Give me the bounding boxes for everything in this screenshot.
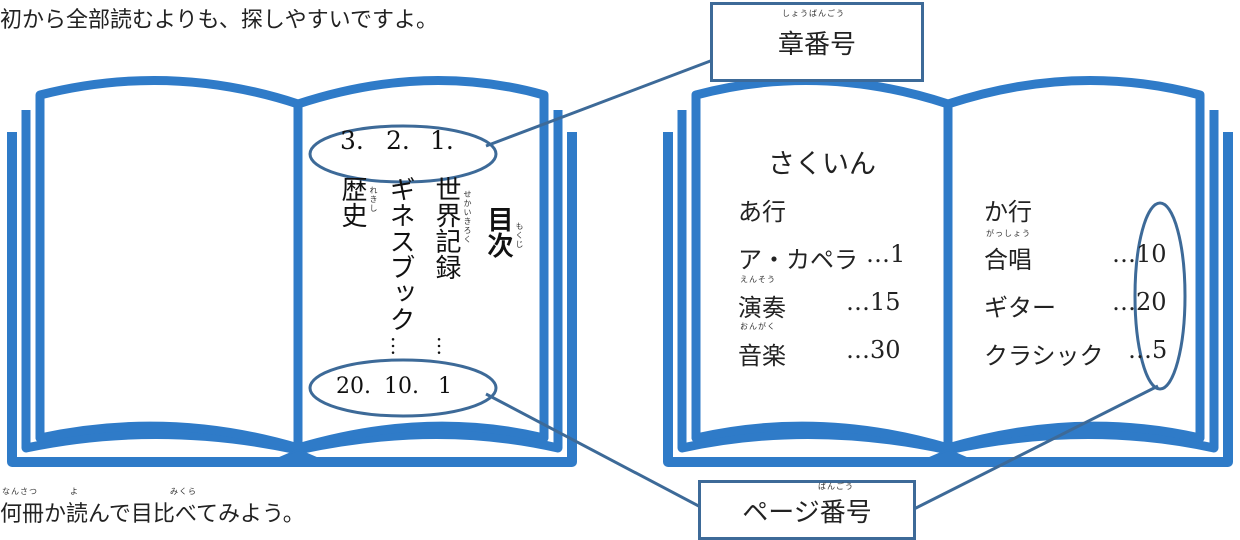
page-number-callout: ページ番号 bbox=[698, 480, 916, 540]
chapter-3-page: 20. bbox=[336, 374, 371, 399]
chapter-2-number: 2. bbox=[386, 126, 410, 155]
index-left-entry-1-term: ア・カペラ bbox=[738, 246, 858, 274]
index-right-entry-1-page: …10 bbox=[1112, 240, 1167, 268]
chapter-1-number: 1. bbox=[430, 126, 454, 155]
page-number-connector bbox=[485, 392, 711, 514]
chapter-number-ellipse bbox=[308, 124, 498, 184]
contents-book-illustration bbox=[7, 75, 577, 467]
index-right-group: か行 bbox=[984, 198, 1032, 226]
index-right-entry-2-page: …20 bbox=[1112, 288, 1167, 316]
chapter-number-label: 章番号 bbox=[777, 29, 856, 60]
bottom-caption-ruby-1: なんさつ bbox=[2, 487, 38, 496]
chapter-2-title: ギネスブック bbox=[385, 176, 415, 332]
index-left-entry-3-ruby: おんがく bbox=[740, 322, 776, 331]
index-left-entry-2-ruby: えんそう bbox=[740, 275, 776, 284]
index-left-entry-3-page: …30 bbox=[846, 336, 901, 364]
chapter-3-ruby: れきし bbox=[369, 186, 378, 213]
chapter-1-ruby: せかいきろく bbox=[463, 190, 472, 244]
index-right-entry-1-ruby: がっしょう bbox=[986, 229, 1031, 238]
index-left-group: あ行 bbox=[738, 198, 786, 226]
page-number-ellipse bbox=[308, 358, 498, 418]
index-page-number-connector bbox=[911, 384, 1159, 512]
index-right-entry-2-term: ギター bbox=[984, 294, 1056, 322]
chapter-2-leader: … bbox=[387, 336, 411, 356]
chapter-3-title: 歴史 bbox=[337, 176, 367, 228]
contents-title: 目次 bbox=[483, 206, 513, 258]
index-right-entry-1-term: 合唱 bbox=[984, 246, 1032, 274]
index-title: さくいん bbox=[768, 149, 876, 180]
chapter-2-page: 10. bbox=[384, 374, 419, 399]
page-number-label: ページ番号 bbox=[742, 497, 872, 528]
bottom-caption: 何冊か読んで目比べてみよう。 bbox=[0, 502, 305, 527]
bottom-caption-ruby-2: よ bbox=[70, 487, 79, 496]
index-left-entry-2-page: …15 bbox=[846, 288, 901, 316]
chapter-1-leader: … bbox=[433, 336, 457, 356]
index-left-entry-3-term: 音楽 bbox=[738, 342, 786, 370]
page-number-ruby: ばんごう bbox=[818, 482, 854, 491]
chapter-number-ruby: しょうばんごう bbox=[782, 9, 845, 18]
index-left-entry-1-page: …1 bbox=[866, 240, 906, 268]
index-right-entry-3-page: …5 bbox=[1128, 336, 1168, 364]
index-right-entry-3-term: クラシック bbox=[984, 342, 1104, 370]
chapter-1-title: 世界記録 bbox=[431, 176, 461, 280]
index-left-entry-2-term: 演奏 bbox=[738, 294, 786, 322]
index-page-number-ellipse bbox=[1133, 201, 1187, 391]
chapter-1-page: 1 bbox=[438, 374, 452, 399]
top-caption: 初から全部読むよりも、探しやすいですよ。 bbox=[0, 8, 439, 33]
contents-title-ruby: もくじ bbox=[515, 222, 524, 249]
chapter-3-number: 3. bbox=[340, 126, 364, 155]
chapter-number-connector bbox=[485, 58, 714, 148]
chapter-number-callout: 章番号 bbox=[710, 2, 924, 82]
bottom-caption-ruby-3: みくら bbox=[170, 487, 197, 496]
